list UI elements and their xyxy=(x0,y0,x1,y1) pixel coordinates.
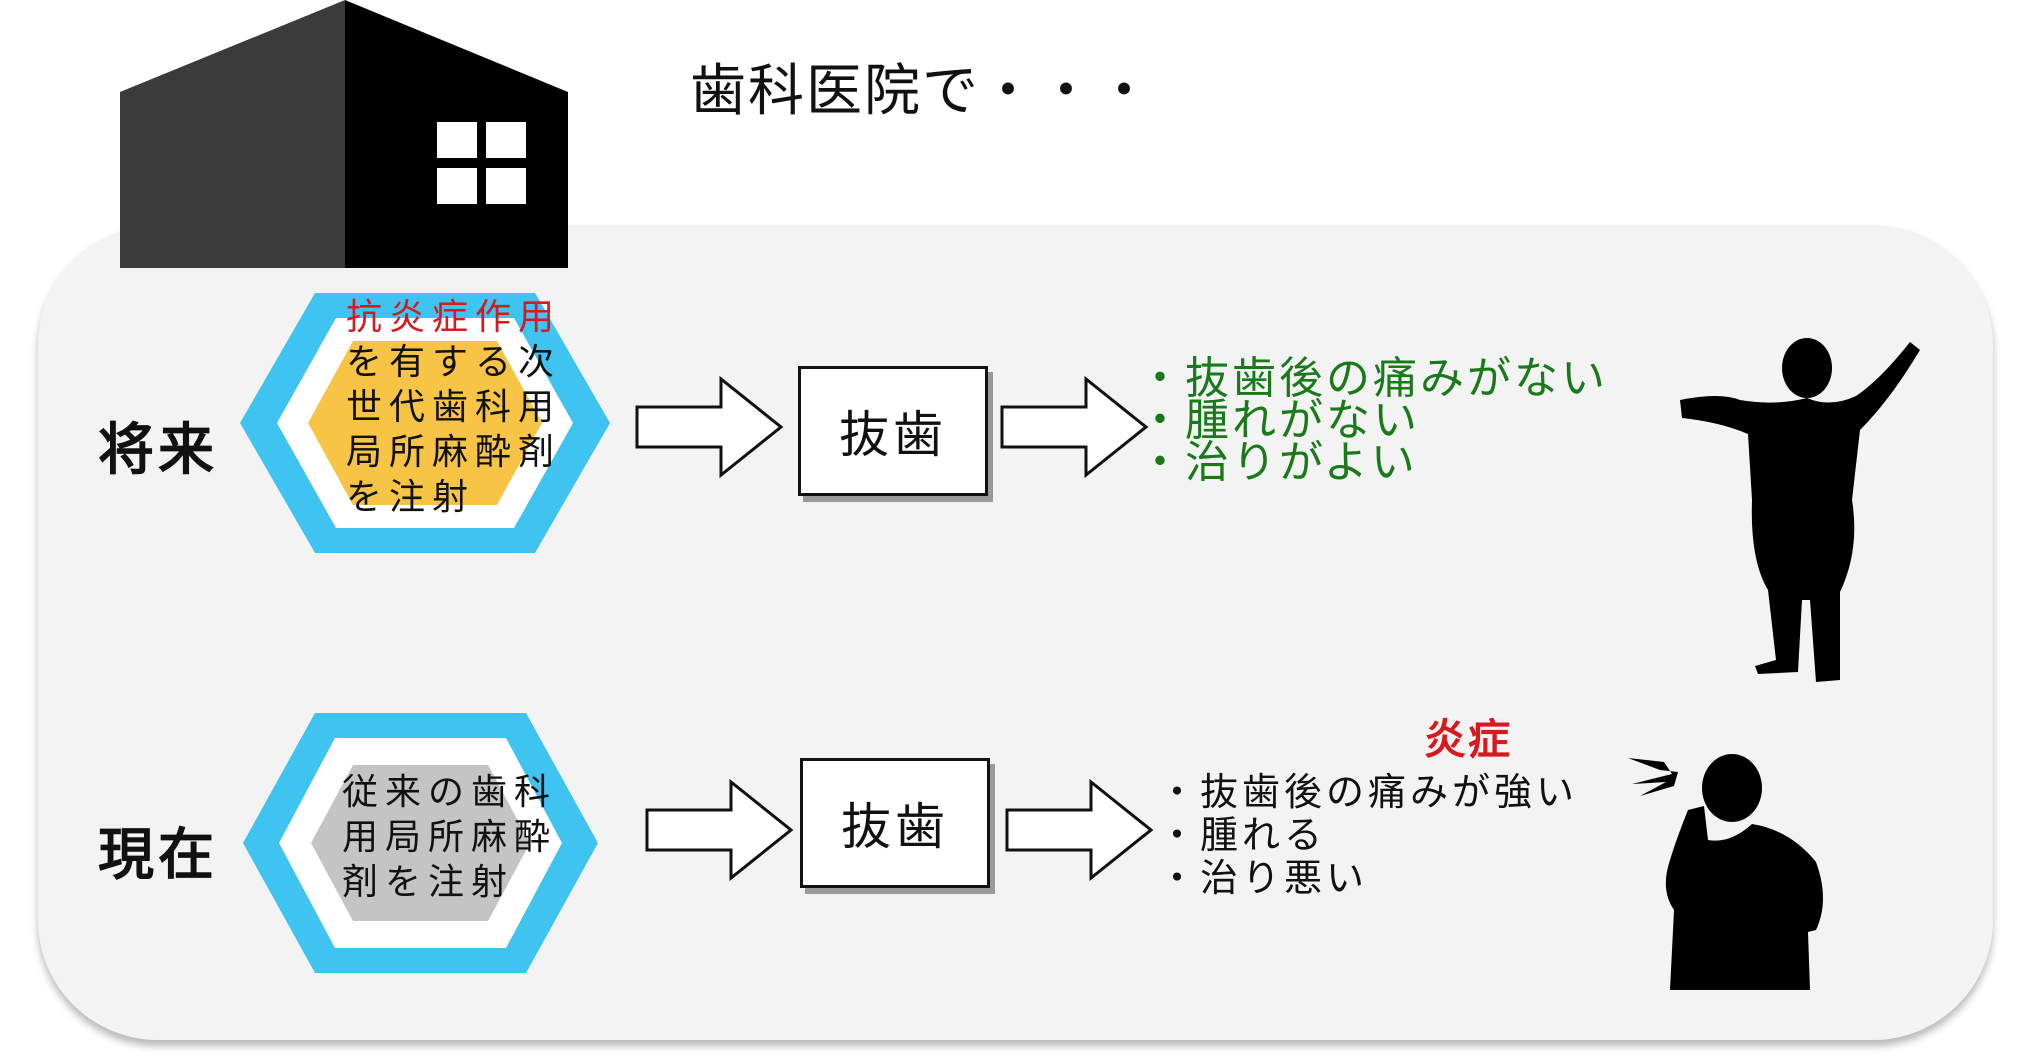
hex-line: 抗炎症作用 xyxy=(346,297,562,338)
right-arrow-icon xyxy=(1005,778,1154,882)
outcomes-future: ・抜歯後の痛みがない ・腫れがない ・治りがよい xyxy=(1138,353,1608,488)
outcome-item: ・治りがよい xyxy=(1138,437,1418,488)
hexagon-future-text: 抗炎症作用 を有する次 世代歯科用 局所麻酔剤 を注射 xyxy=(346,295,561,520)
right-arrow-icon xyxy=(645,778,794,882)
hex-line: を有する次 xyxy=(346,342,562,383)
outcomes-current: ・抜歯後の痛みが強い ・腫れる ・治り悪い xyxy=(1158,771,1578,900)
hex-line: 局所麻酔剤 xyxy=(346,432,562,473)
hex-line: を注射 xyxy=(346,477,476,518)
hex-line: 用局所麻酔 xyxy=(342,817,558,858)
outcome-item: ・治り悪い xyxy=(1158,856,1369,900)
hex-line: 剤を注射 xyxy=(342,862,515,903)
extraction-box-future: 抜歯 xyxy=(798,366,988,496)
clinic-building-icon xyxy=(120,0,568,268)
outcome-item: ・抜歯後の痛みがない xyxy=(1138,353,1608,404)
page-title: 歯科医院で・・・ xyxy=(690,59,1154,124)
pain-person-silhouette-icon xyxy=(1624,754,1823,990)
hexagon-future xyxy=(240,293,610,553)
extraction-box-current: 抜歯 xyxy=(800,758,990,888)
hexagon-current xyxy=(243,713,598,973)
row-label-future: 将来 xyxy=(98,418,218,483)
inflammation-label: 炎症 xyxy=(1424,715,1513,764)
happy-person-silhouette-icon xyxy=(1680,338,1920,682)
hex-line: 世代歯科用 xyxy=(346,387,562,428)
outcome-item: ・腫れる xyxy=(1158,813,1327,857)
row-label-current: 現在 xyxy=(98,823,218,888)
right-arrow-icon xyxy=(635,375,784,479)
outcome-item: ・抜歯後の痛みが強い xyxy=(1158,770,1579,814)
hex-line: 従来の歯科 xyxy=(342,772,558,813)
right-arrow-icon xyxy=(1000,375,1149,479)
outcome-item: ・腫れがない xyxy=(1138,395,1420,446)
hexagon-current-text: 従来の歯科 用局所麻酔 剤を注射 xyxy=(342,770,557,905)
